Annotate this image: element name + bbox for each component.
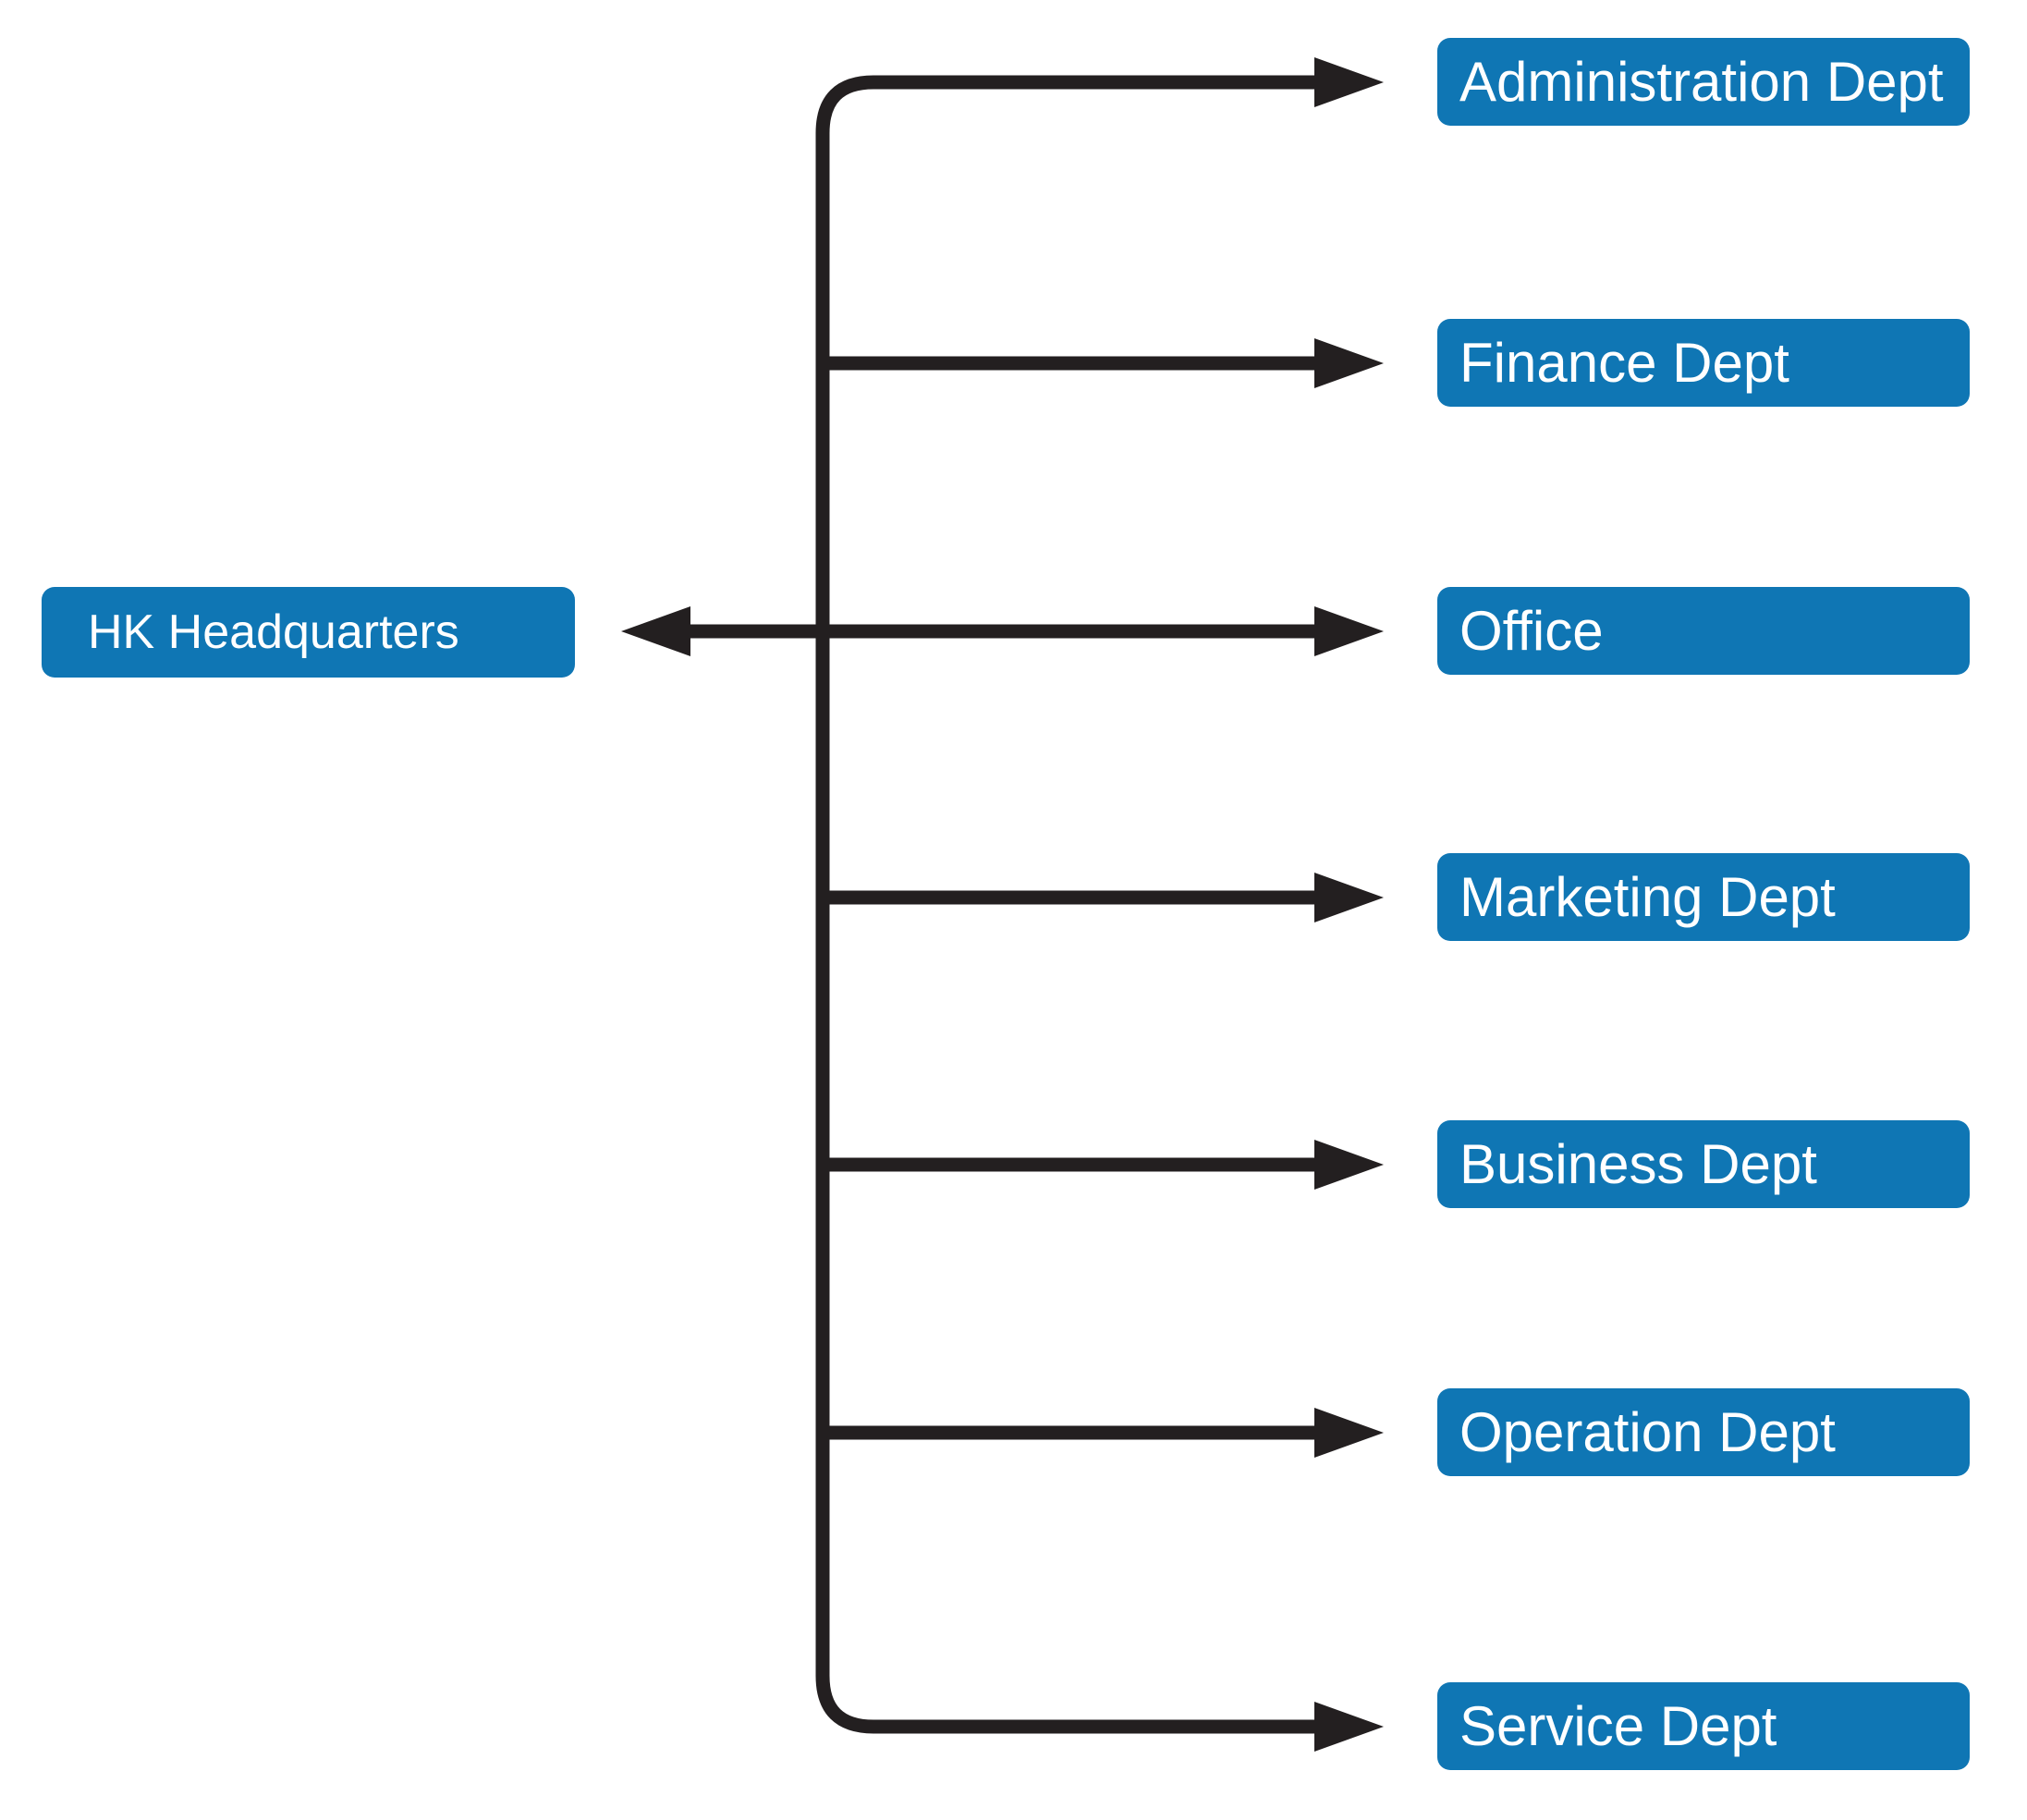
node-label: Business Dept — [1459, 1132, 1817, 1195]
node-label: Finance Dept — [1459, 331, 1789, 394]
node-label: Operation Dept — [1459, 1400, 1836, 1463]
arrowhead-operation — [1314, 1408, 1384, 1458]
node-administration-dept: Administration Dept — [1437, 38, 1970, 126]
arrowhead-service — [1314, 1702, 1384, 1752]
node-label: Office — [1459, 599, 1604, 662]
arrowhead-headquarters — [621, 606, 690, 656]
node-finance-dept: Finance Dept — [1437, 319, 1970, 407]
node-label: Service Dept — [1459, 1694, 1777, 1757]
node-label: Administration Dept — [1459, 50, 1944, 113]
arrowhead-administration — [1314, 57, 1384, 107]
node-marketing-dept: Marketing Dept — [1437, 853, 1970, 941]
node-service-dept: Service Dept — [1437, 1682, 1970, 1770]
node-operation-dept: Operation Dept — [1437, 1388, 1970, 1476]
arrowhead-marketing — [1314, 873, 1384, 922]
node-business-dept: Business Dept — [1437, 1120, 1970, 1208]
arrowhead-business — [1314, 1140, 1384, 1190]
arrowhead-office — [1314, 606, 1384, 656]
node-label: Marketing Dept — [1459, 865, 1836, 928]
node-office: Office — [1437, 587, 1970, 675]
arrowhead-finance — [1314, 338, 1384, 388]
node-label: HK Headquarters — [88, 605, 459, 659]
node-hk-headquarters: HK Headquarters — [42, 587, 575, 678]
